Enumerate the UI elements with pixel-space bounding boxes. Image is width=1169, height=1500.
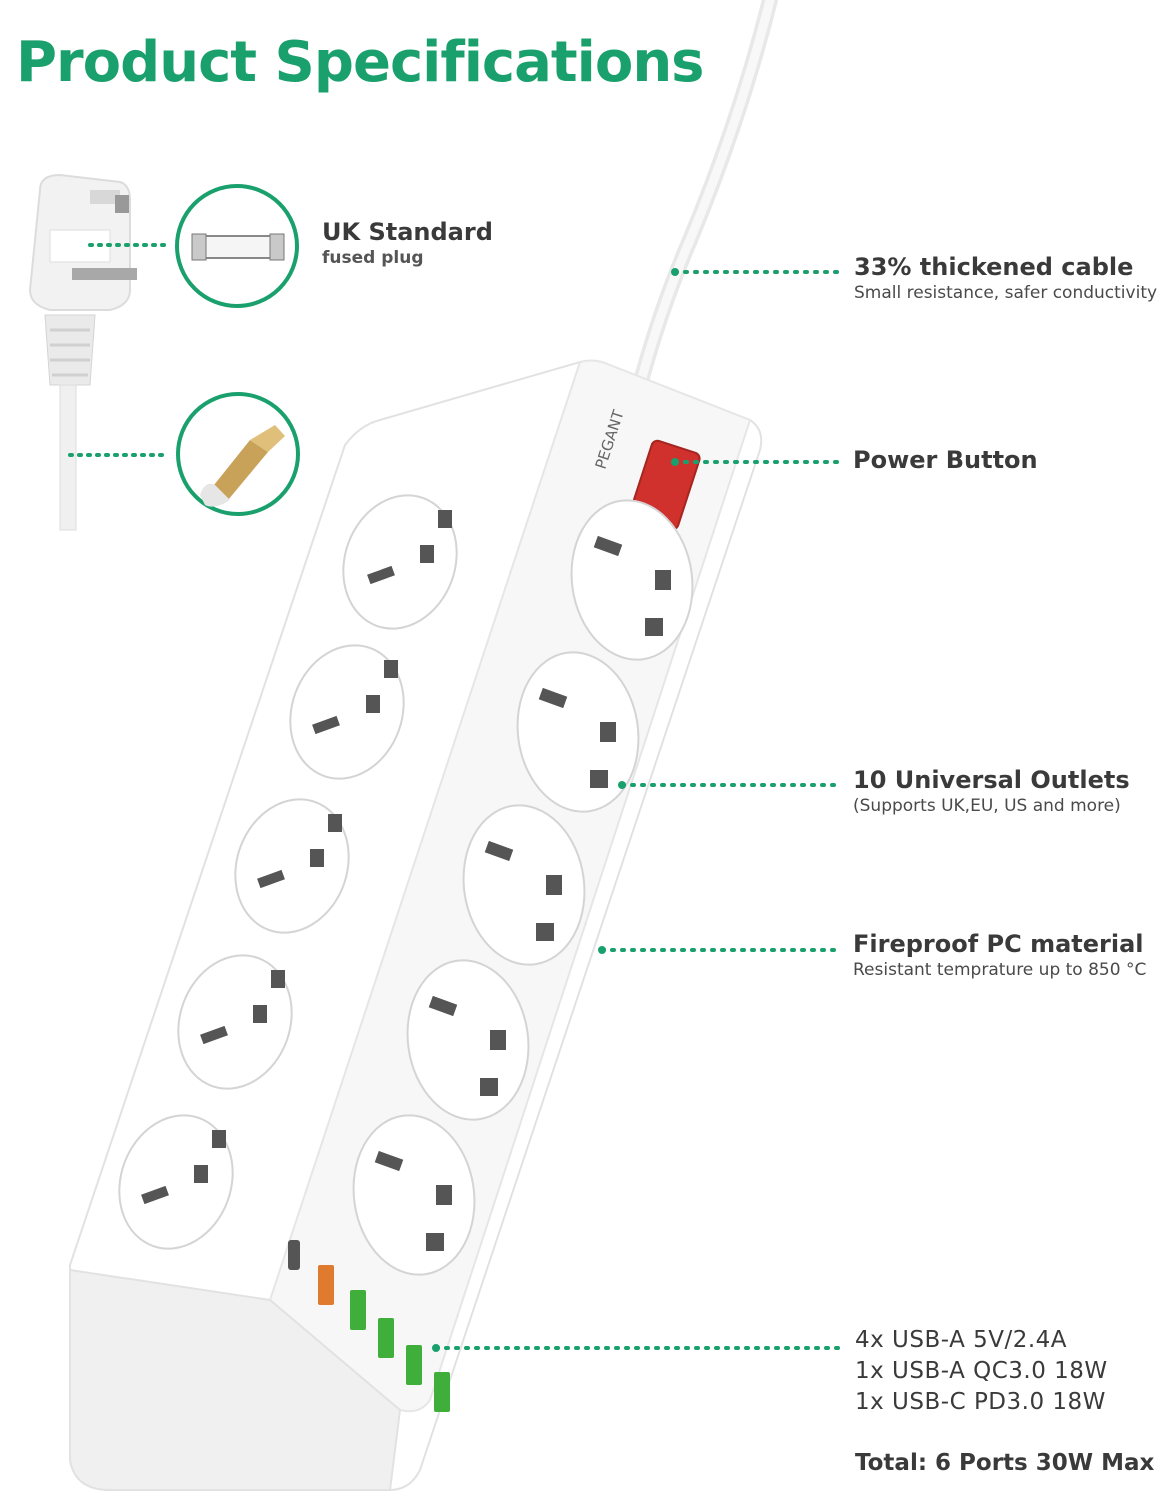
usb-qc-port [318, 1265, 334, 1305]
cable-spec-subtitle: Small resistance, safer conductivity [854, 283, 1158, 303]
usb-spec-line: 4x USB-A 5V/2.4A [855, 1327, 1068, 1353]
copper-wire-icon [176, 392, 300, 516]
material-spec-subtitle: Resistant temprature up to 850 °C [853, 960, 1147, 980]
outlets-left-column [118, 494, 458, 1250]
usb-a-port [434, 1372, 450, 1412]
usb-ports [288, 1240, 450, 1412]
fuse-icon [175, 184, 299, 308]
usb-spec: 4x USB-A 5V/2.4A 1x USB-A QC3.0 18W 1x U… [855, 1325, 1154, 1476]
power-spec: Power Button [853, 446, 1038, 474]
outlets-spec-heading: 10 Universal Outlets [853, 766, 1130, 794]
usb-spec-line: 1x USB-A QC3.0 18W [855, 1358, 1108, 1384]
leader-lines [434, 270, 840, 1350]
usb-a-port [350, 1290, 366, 1330]
page-title: Product Specifications [16, 30, 705, 95]
usb-spec-line: 1x USB-C PD3.0 18W [855, 1389, 1106, 1415]
usb-a-port [378, 1318, 394, 1358]
usb-a-port [406, 1345, 422, 1385]
plug-spec-subtitle: fused plug [322, 248, 424, 268]
usb-c-port [288, 1240, 300, 1270]
outlets-spec-subtitle: (Supports UK,EU, US and more) [853, 796, 1121, 816]
socket-holes [141, 510, 671, 1251]
plug-spec-heading: UK Standard [322, 218, 493, 246]
outlets-spec: 10 Universal Outlets (Supports UK,EU, US… [853, 766, 1130, 816]
material-spec-heading: Fireproof PC material [853, 930, 1144, 958]
power-spec-heading: Power Button [853, 446, 1038, 474]
cable-spec: 33% thickened cable Small resistance, sa… [854, 253, 1157, 303]
plug-spec: UK Standard fused plug [322, 218, 493, 268]
usb-spec-total: Total: 6 Ports 30W Max [855, 1450, 1155, 1476]
uk-plug-icon [28, 173, 137, 531]
material-spec: Fireproof PC material Resistant tempratu… [853, 930, 1146, 980]
cable-spec-heading: 33% thickened cable [854, 253, 1134, 281]
